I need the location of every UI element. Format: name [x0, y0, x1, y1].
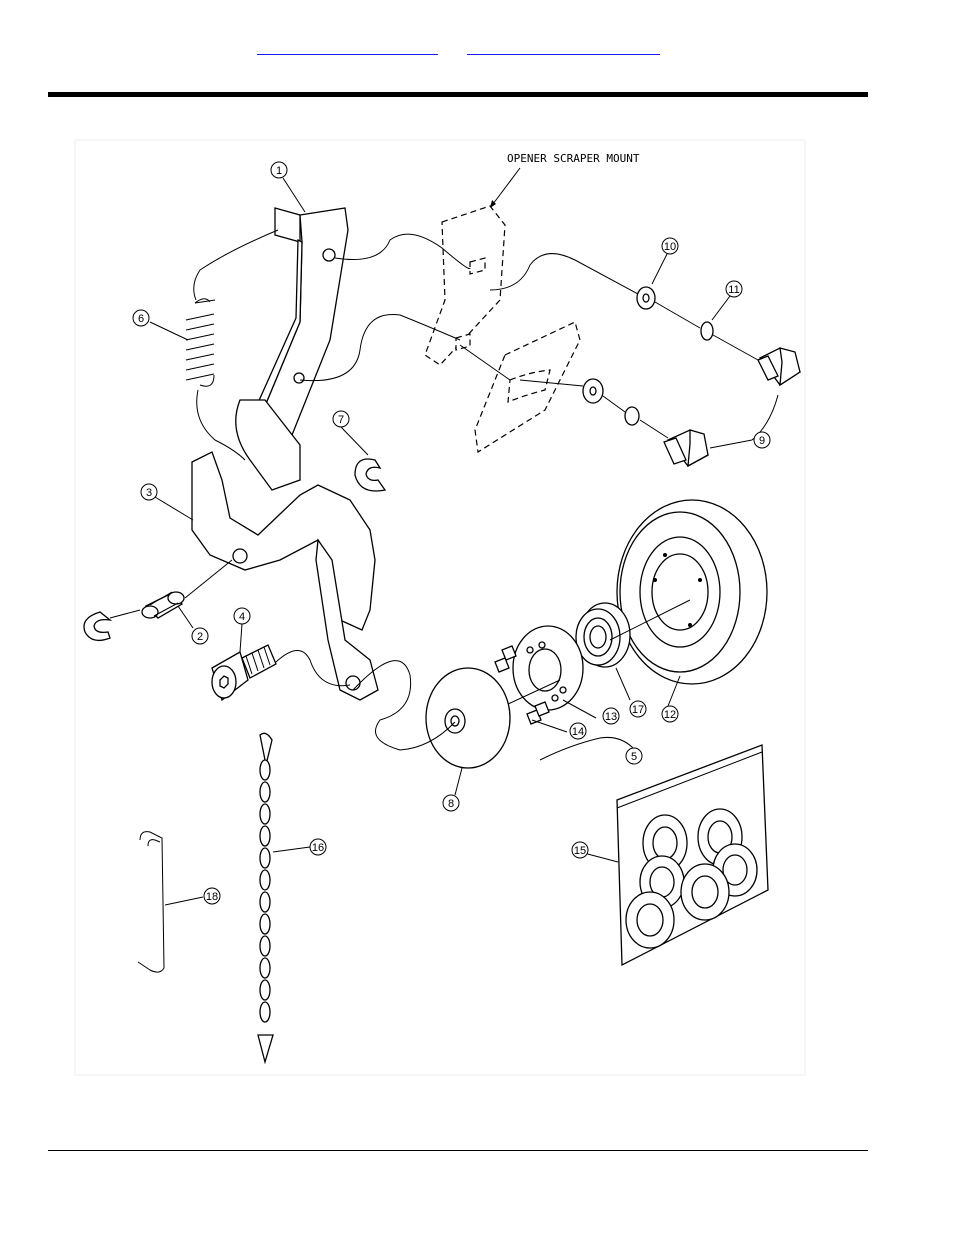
balloon-number-12: 12 — [664, 709, 676, 721]
part-6-spring — [186, 299, 215, 387]
part-1-arm — [236, 208, 348, 490]
part-10-washer-hole — [643, 294, 649, 302]
balloon-number-17: 17 — [632, 704, 644, 716]
balloon-number-3: 3 — [146, 487, 152, 499]
balloon-2: 2 — [192, 628, 208, 644]
balloon-number-1: 1 — [276, 165, 282, 177]
balloon-number-9: 9 — [759, 435, 765, 447]
callout-opener-scraper-mount: OPENER SCRAPER MOUNT — [507, 152, 640, 165]
part-11-lockwasher-lower — [625, 407, 639, 425]
balloon-13: 13 — [603, 708, 619, 724]
balloon-6: 6 — [133, 310, 149, 326]
part-16-chain — [258, 733, 273, 1062]
balloon-17: 17 — [630, 701, 646, 717]
part-17-bearing — [576, 603, 630, 667]
balloon-number-8: 8 — [448, 798, 454, 810]
balloon-number-6: 6 — [138, 313, 144, 325]
scraper-plate-dashed — [475, 322, 580, 452]
balloon-number-11: 11 — [728, 284, 739, 296]
balloon-number-14: 14 — [572, 726, 584, 738]
pin-axis-line-left — [110, 610, 140, 618]
pin-axis-line — [185, 560, 232, 598]
balloon-12: 12 — [662, 706, 678, 722]
balloon-11: 11 — [726, 281, 742, 297]
balloon-3: 3 — [141, 484, 157, 500]
callout-leader — [490, 168, 520, 208]
part-8-scraper-disc — [426, 668, 510, 768]
balloon-10: 10 — [662, 238, 678, 254]
upper-bolt-axis-left — [490, 254, 638, 294]
balloon-16: 16 — [310, 839, 326, 855]
balloon-number-15: 15 — [574, 845, 586, 857]
bottom-rule — [48, 1150, 868, 1151]
balloon-4: 4 — [234, 608, 250, 624]
balloon-number-4: 4 — [239, 611, 245, 623]
balloon-8: 8 — [443, 795, 459, 811]
part-2-pin — [142, 592, 184, 618]
balloon-15: 15 — [572, 842, 588, 858]
part-15-bag-of-bearings — [617, 745, 768, 965]
balloon-number-10: 10 — [664, 241, 676, 253]
balloon-9: 9 — [754, 432, 770, 448]
balloon-18: 18 — [204, 888, 220, 904]
balloon-7: 7 — [333, 411, 349, 427]
part-2-e-clip-left — [84, 612, 110, 640]
part-12-wheel — [617, 500, 767, 684]
opener-scraper-mount-dashed — [425, 206, 505, 365]
balloon-number-7: 7 — [338, 414, 344, 426]
balloon-number-16: 16 — [312, 842, 324, 854]
balloon-5: 5 — [626, 748, 642, 764]
part-9-bolt-upper — [758, 348, 800, 385]
part-18-hook-rod — [138, 832, 164, 972]
balloon-number-5: 5 — [631, 751, 637, 763]
part-7-e-clip — [355, 459, 385, 491]
spring-leader-top — [194, 230, 278, 300]
balloon-number-13: 13 — [605, 711, 617, 723]
part-4-countersunk-bolt — [212, 645, 276, 700]
balloon-1: 1 — [271, 162, 287, 178]
part-9-bolt-lower — [664, 430, 708, 466]
part-11-lockwasher — [701, 322, 713, 340]
balloon-number-18: 18 — [206, 891, 218, 903]
balloon-14: 14 — [570, 723, 586, 739]
balloon-number-2: 2 — [197, 631, 203, 643]
